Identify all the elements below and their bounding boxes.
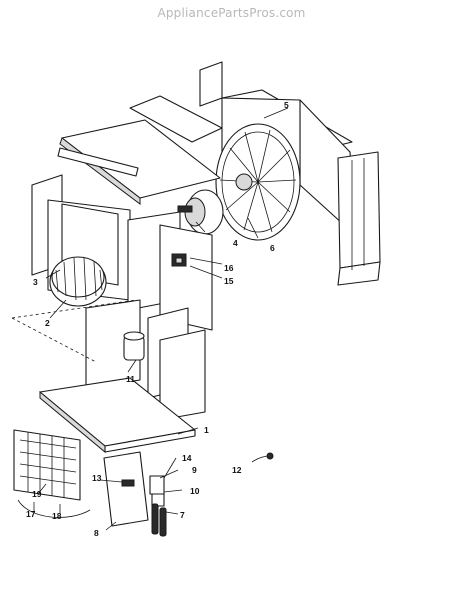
bulkhead <box>127 211 213 331</box>
callout-16: 16 <box>224 263 234 273</box>
lower-panels <box>11 299 206 421</box>
callout-6: 6 <box>270 243 275 253</box>
callout-5: 5 <box>284 100 289 110</box>
blower-wheel <box>49 256 107 307</box>
callout-9: 9 <box>192 465 197 475</box>
callout-14: 14 <box>182 453 192 463</box>
callout-3: 3 <box>33 277 38 287</box>
control-assembly <box>103 451 167 537</box>
leader-lines <box>33 107 289 531</box>
callout-7: 7 <box>180 510 185 520</box>
callout-19: 19 <box>32 489 42 499</box>
condenser-shroud <box>199 61 381 286</box>
top-cover <box>57 95 223 205</box>
callout-8: 8 <box>94 528 99 538</box>
callout-1: 1 <box>204 425 209 435</box>
callout-2: 2 <box>45 318 50 328</box>
callout-15: 15 <box>224 276 234 286</box>
callout-4: 4 <box>233 238 238 248</box>
callout-11: 11 <box>126 374 135 384</box>
callout-labels: 1 2 3 4 5 6 7 8 9 10 11 12 13 14 15 16 1… <box>26 100 289 538</box>
callout-13: 13 <box>92 473 102 483</box>
capacitor <box>123 331 145 361</box>
callout-12: 12 <box>232 465 242 475</box>
callout-17: 17 <box>26 509 36 519</box>
sensor <box>251 452 274 463</box>
control-panel-harness <box>13 429 91 518</box>
callout-18: 18 <box>52 511 62 521</box>
callout-10: 10 <box>190 486 200 496</box>
watermark: AppliancePartsPros.com <box>157 6 306 20</box>
base-pan <box>39 377 196 454</box>
fan-blade <box>215 123 301 241</box>
